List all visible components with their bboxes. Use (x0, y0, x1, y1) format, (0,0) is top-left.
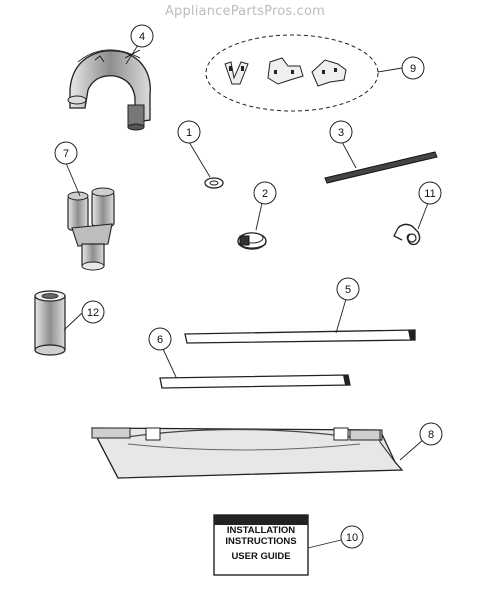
callout-12-label: 12 (87, 307, 99, 319)
callout-7-label: 7 (63, 148, 69, 160)
manual-line-2: INSTRUCTIONS (225, 536, 296, 547)
part-1-washer[interactable] (204, 177, 224, 189)
part-4-exhaust-adapter[interactable] (67, 49, 151, 131)
manual-line-3: USER GUIDE (231, 551, 290, 562)
callout-3-label: 3 (338, 127, 344, 139)
callout-12: 12 (81, 300, 105, 324)
callout-11-label: 11 (424, 188, 435, 200)
callout-2-label: 2 (262, 188, 268, 200)
callout-3: 3 (329, 120, 353, 144)
part-5-side-panel[interactable] (184, 329, 416, 344)
part-9-bracket-set[interactable] (205, 34, 379, 112)
callout-10-label: 10 (346, 532, 358, 544)
manual-line-1: INSTALLATION (227, 525, 295, 536)
callout-6-label: 6 (157, 334, 163, 346)
part-10-installation-manual[interactable]: INSTALLATION INSTRUCTIONS USER GUIDE (213, 514, 309, 576)
callout-1: 1 (177, 120, 201, 144)
callout-8-label: 8 (428, 429, 434, 441)
callout-2: 2 (253, 181, 277, 205)
callout-4: 4 (130, 24, 154, 48)
callout-11: 11 (418, 181, 442, 205)
callout-5: 5 (336, 277, 360, 301)
part-3-strip[interactable] (324, 151, 438, 184)
callout-6: 6 (148, 327, 172, 351)
callout-9: 9 (401, 56, 425, 80)
callout-8: 8 (419, 422, 443, 446)
callout-5-label: 5 (345, 284, 351, 296)
part-2-hose-clamp[interactable] (237, 232, 267, 250)
callout-1-label: 1 (186, 127, 192, 139)
watermark-text: AppliancePartsPros.com (164, 4, 326, 19)
part-7-y-connector[interactable] (67, 187, 115, 271)
part-12-tube[interactable] (34, 290, 66, 356)
callout-9-label: 9 (410, 63, 416, 75)
part-11-spring-clip[interactable] (393, 223, 421, 246)
part-6-side-panel[interactable] (159, 374, 351, 389)
part-8-base-tray[interactable] (90, 427, 404, 479)
callout-7: 7 (54, 141, 78, 165)
callout-10: 10 (340, 525, 364, 549)
callout-4-label: 4 (139, 31, 145, 43)
